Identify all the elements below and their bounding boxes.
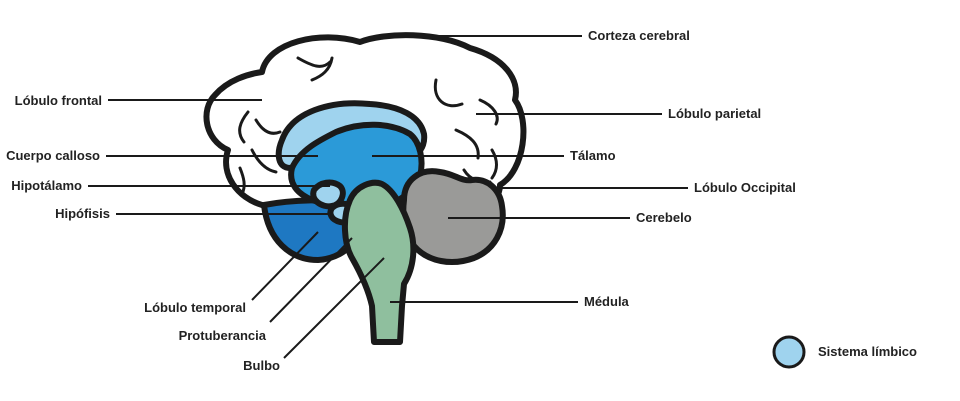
label-corteza-cerebral: Corteza cerebral xyxy=(588,28,690,43)
label-cerebelo: Cerebelo xyxy=(636,210,692,225)
label-lobulo-occipital: Lóbulo Occipital xyxy=(694,180,796,195)
hypothalamus xyxy=(310,179,346,210)
legend: Sistema límbico xyxy=(772,335,917,369)
label-bulbo: Bulbo xyxy=(243,358,280,373)
label-hipofisis: Hipófisis xyxy=(55,206,110,221)
cerebellum xyxy=(400,168,506,265)
legend-label: Sistema límbico xyxy=(818,344,917,359)
label-lobulo-temporal: Lóbulo temporal xyxy=(144,300,246,315)
label-cuerpo-calloso: Cuerpo calloso xyxy=(6,148,100,163)
label-talamo: Tálamo xyxy=(570,148,616,163)
label-lobulo-frontal: Lóbulo frontal xyxy=(15,93,102,108)
label-lobulo-parietal: Lóbulo parietal xyxy=(668,106,761,121)
label-medula: Médula xyxy=(584,294,630,309)
leader-lines xyxy=(88,35,688,359)
label-protuberancia: Protuberancia xyxy=(179,328,267,343)
legend-swatch xyxy=(772,335,806,369)
labels: Corteza cerebral Lóbulo frontal Lóbulo p… xyxy=(6,28,796,373)
label-hipotalamo: Hipotálamo xyxy=(11,178,82,193)
